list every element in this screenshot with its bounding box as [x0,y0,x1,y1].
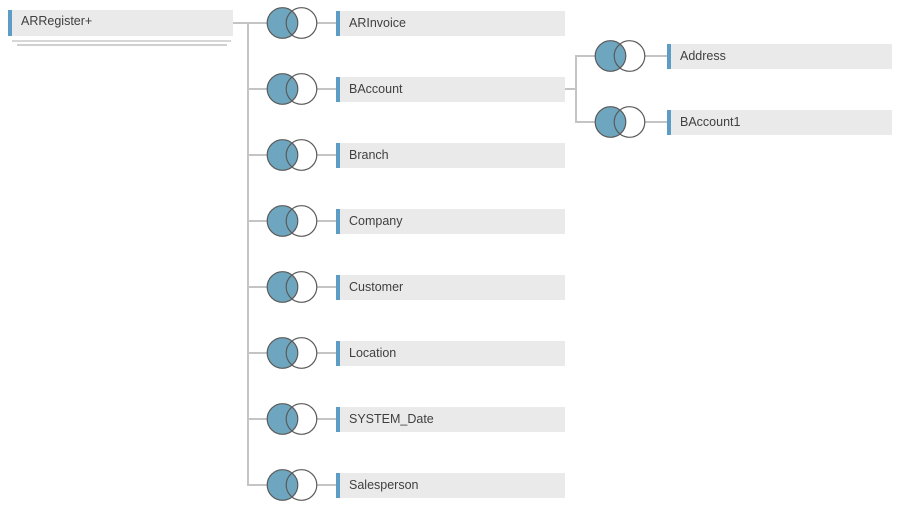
table-node-location[interactable]: Location [336,341,565,366]
left-join-icon[interactable] [266,138,318,172]
table-label: BAccount [349,82,403,96]
connector-line [247,22,267,24]
table-label: Customer [349,280,404,294]
connector-line [247,88,267,90]
table-label: Salesperson [349,478,419,492]
connector-line [645,55,667,57]
connector-line [247,154,267,156]
connector-line [317,352,336,354]
stacked-sheet-line [12,40,231,42]
table-node-branch[interactable]: Branch [336,143,565,168]
connector-line [575,55,595,57]
table-node-system-date[interactable]: SYSTEM_Date [336,407,565,432]
root-table-node[interactable]: ARRegister+ [8,10,233,36]
left-join-icon[interactable] [266,270,318,304]
connector-line [247,286,267,288]
left-join-icon[interactable] [594,105,646,139]
left-join-icon[interactable] [266,468,318,502]
table-node-arinvoice[interactable]: ARInvoice [336,11,565,36]
table-label: Address [680,49,726,63]
table-node-company[interactable]: Company [336,209,565,234]
connector-line [575,121,595,123]
table-node-baccount[interactable]: BAccount [336,77,565,102]
connector-line [247,484,267,486]
table-label: SYSTEM_Date [349,412,434,426]
connector-line [247,418,267,420]
left-join-icon[interactable] [266,402,318,436]
connector-line [233,22,247,24]
connector-line [565,88,577,90]
connector-trunk [247,22,249,486]
connector-line [317,22,336,24]
left-join-icon[interactable] [266,72,318,106]
left-join-icon[interactable] [266,204,318,238]
table-node-salesperson[interactable]: Salesperson [336,473,565,498]
connector-line [247,220,267,222]
table-label: Branch [349,148,389,162]
left-join-icon[interactable] [266,6,318,40]
connector-line [247,352,267,354]
left-join-icon[interactable] [594,39,646,73]
connector-line [317,484,336,486]
table-label: ARInvoice [349,16,406,30]
table-label: BAccount1 [680,115,741,129]
connector-trunk [575,55,577,123]
table-label: Company [349,214,403,228]
table-node-customer[interactable]: Customer [336,275,565,300]
stacked-sheet-line [17,44,227,46]
connector-line [317,286,336,288]
table-node-baccount1[interactable]: BAccount1 [667,110,892,135]
connector-line [317,154,336,156]
connector-line [317,88,336,90]
table-label: Location [349,346,397,360]
connector-line [317,220,336,222]
connector-line [645,121,667,123]
connector-line [317,418,336,420]
left-join-icon[interactable] [266,336,318,370]
table-node-address[interactable]: Address [667,44,892,69]
root-table-label: ARRegister+ [21,14,93,28]
